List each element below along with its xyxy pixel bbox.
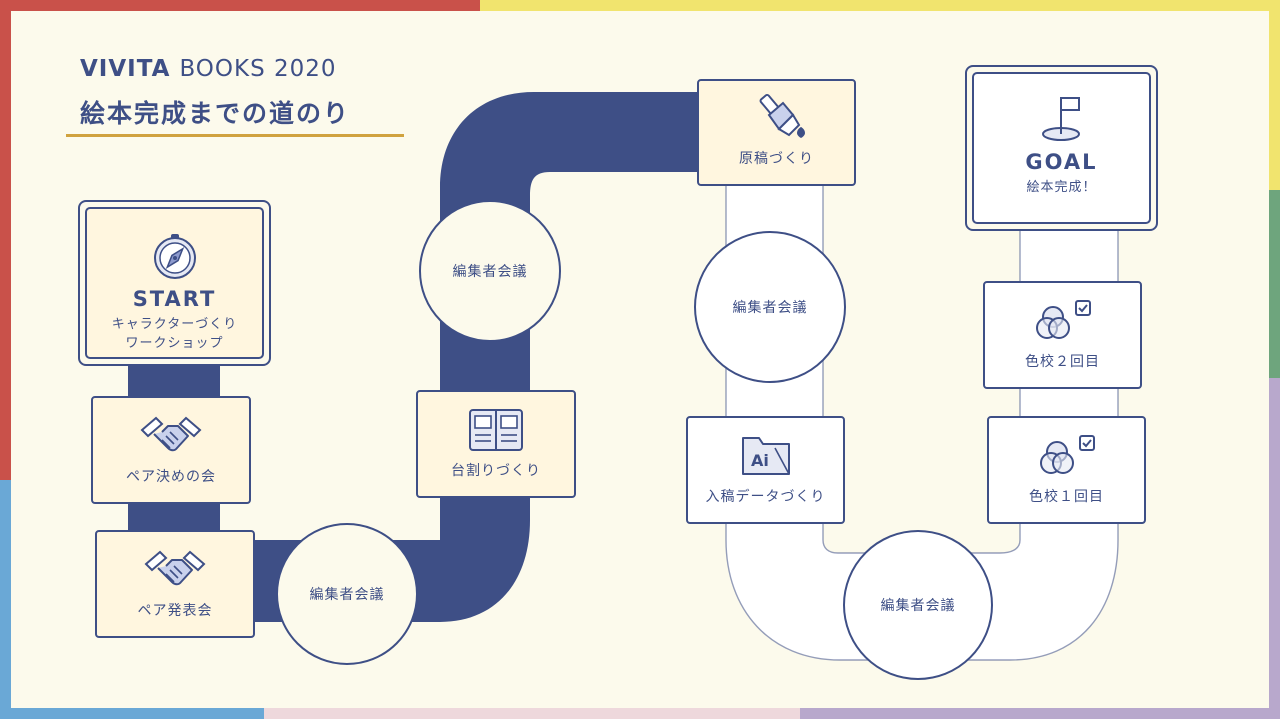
frame-bottom-purple bbox=[800, 708, 1280, 719]
handshake-icon bbox=[140, 416, 202, 452]
handshake-icon bbox=[144, 550, 206, 586]
brand-title: VIVITA BOOKS 2020 bbox=[80, 56, 337, 82]
step-color-proof-2: 色校２回目 bbox=[983, 281, 1142, 389]
frame-top-yellow bbox=[480, 0, 1280, 11]
flag-golf-icon bbox=[1041, 97, 1080, 141]
goal-heading: GOAL bbox=[1025, 150, 1098, 174]
step-data-prep-label: 入稿データづくり bbox=[705, 489, 826, 505]
step-data-prep: Ai 入稿データづくり bbox=[686, 416, 845, 524]
frame-bottom-blue bbox=[0, 708, 264, 719]
frame-bottom-pink bbox=[264, 708, 800, 719]
start-node-inner: START キャラクターづくり ワークショップ bbox=[85, 207, 264, 359]
compass-icon bbox=[153, 234, 196, 279]
start-heading: START bbox=[132, 287, 217, 311]
step-color-proof-1: 色校１回目 bbox=[987, 416, 1146, 524]
brand-rest: BOOKS 2020 bbox=[179, 56, 337, 82]
goal-node-inner: GOAL 絵本完成！ bbox=[972, 72, 1151, 224]
start-node: START キャラクターづくり ワークショップ bbox=[78, 200, 271, 366]
meeting-circle-4: 編集者会議 bbox=[843, 530, 993, 680]
color-circles-check-icon bbox=[1039, 435, 1095, 474]
frame-top-red bbox=[0, 0, 480, 11]
frame-right-yellow bbox=[1269, 0, 1280, 190]
step-pair-decide-label: ペア決めの会 bbox=[126, 469, 216, 485]
start-subtitle-line2: ワークショップ bbox=[125, 336, 224, 351]
svg-text:Ai: Ai bbox=[751, 451, 769, 470]
goal-node: GOAL 絵本完成！ bbox=[965, 65, 1158, 231]
color-circles-check-icon bbox=[1035, 300, 1091, 339]
step-manuscript: 原稿づくり bbox=[697, 79, 856, 186]
meeting-circle-3: 編集者会議 bbox=[694, 231, 846, 383]
step-color-proof-2-label: 色校２回目 bbox=[1025, 354, 1100, 370]
frame-right-green bbox=[1269, 190, 1280, 378]
step-storyboard-label: 台割りづくり bbox=[451, 463, 541, 479]
storyboard-icon bbox=[469, 409, 523, 451]
step-storyboard: 台割りづくり bbox=[416, 390, 576, 498]
brand-bold: VIVITA bbox=[80, 56, 171, 82]
step-pair-announce-label: ペア発表会 bbox=[137, 603, 213, 619]
goal-subtitle: 絵本完成！ bbox=[1026, 180, 1097, 195]
meeting-circle-1: 編集者会議 bbox=[276, 523, 418, 665]
frame-left-red bbox=[0, 0, 11, 480]
navy-road-main bbox=[240, 92, 706, 622]
illustrator-file-icon: Ai bbox=[741, 437, 790, 475]
start-subtitle-line1: キャラクターづくり bbox=[111, 317, 238, 332]
step-color-proof-1-label: 色校１回目 bbox=[1029, 489, 1104, 505]
page-title: 絵本完成までの道のり bbox=[80, 99, 351, 128]
step-manuscript-label: 原稿づくり bbox=[739, 151, 814, 167]
step-pair-announce: ペア発表会 bbox=[95, 530, 255, 638]
title-underline bbox=[66, 134, 404, 137]
paint-brush-icon bbox=[759, 93, 805, 138]
meeting-circle-2: 編集者会議 bbox=[419, 200, 561, 342]
frame-right-purple bbox=[1269, 378, 1280, 719]
frame-left-blue bbox=[0, 480, 11, 719]
step-pair-decide: ペア決めの会 bbox=[91, 396, 251, 504]
